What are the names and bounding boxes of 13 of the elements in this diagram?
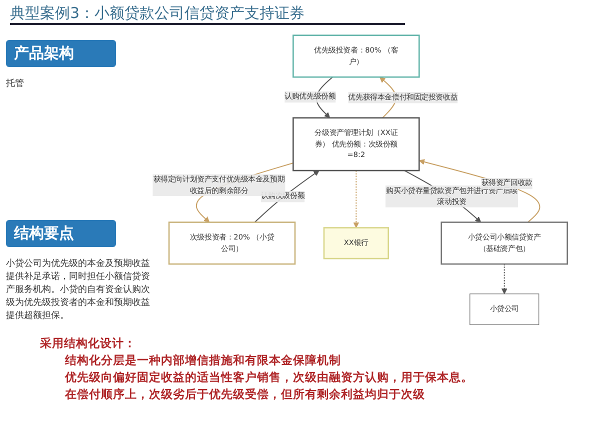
title: 典型案例3：小额贷款公司信贷资产支持证券 xyxy=(10,4,405,25)
arrow xyxy=(353,170,360,228)
sub-bullet-text: 结构化分层是一种内部增信措施和有限本金保障机制 xyxy=(64,352,342,369)
section-banner: 结构要点 xyxy=(6,220,116,247)
section-banner: 产品架构 xyxy=(6,40,116,67)
arrow xyxy=(418,159,540,223)
note-text: 托管 xyxy=(6,78,25,90)
arrow xyxy=(254,170,320,223)
sub-bullet-text: 优先级向偏好固定收益的适当性客户销售，次级由融资方认购，用于保本息。 xyxy=(64,369,473,386)
bullet-text: 采用结构化设计： xyxy=(39,335,137,352)
arrow xyxy=(501,264,508,294)
sub-bullet-text: 在偿付顺序上，次级劣后于优先级受偿，但所有剩余利益均归于次级 xyxy=(64,386,426,403)
note-text: 小贷公司为优先级的本金及预期收益提供补足承诺，同时担任小额信贷资产服务机构。小贷的自有资金认购次级为优先级投资者的本金和预期收益提供超额担保。 xyxy=(6,258,151,322)
